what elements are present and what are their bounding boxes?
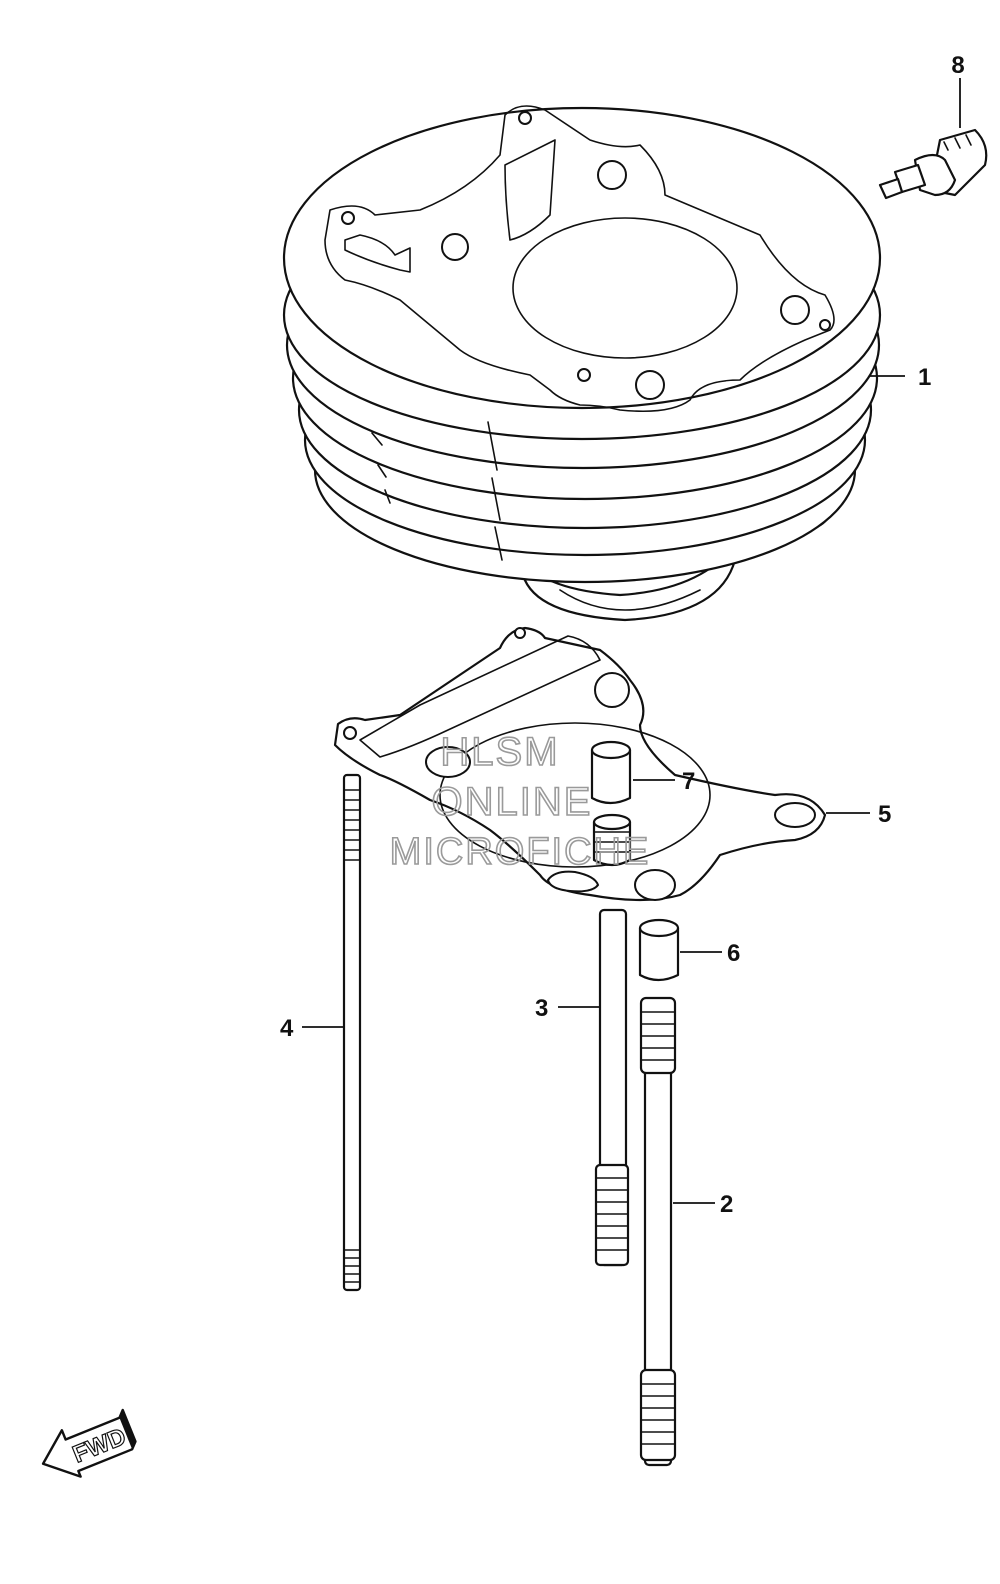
dowel-pin-7-part[interactable]: [590, 740, 632, 867]
dowel-pin-6-part[interactable]: [638, 918, 680, 982]
fwd-arrow-icon: FWD: [41, 1408, 137, 1478]
callout-6: 6: [727, 940, 740, 967]
stud-bolt-2-part[interactable]: [639, 996, 677, 1467]
callout-7: 7: [682, 768, 695, 795]
callout-2: 2: [720, 1191, 733, 1218]
leader-lines: [302, 78, 961, 1204]
callout-5: 5: [878, 801, 891, 828]
stud-bolt-4-part[interactable]: [342, 773, 362, 1292]
callout-8: 8: [951, 52, 964, 79]
callout-3: 3: [535, 995, 548, 1022]
watermark-line-2: ONLINE: [432, 780, 593, 824]
watermark-line-3: MICROFICHE: [390, 831, 651, 873]
cylinder-gasket-part[interactable]: [333, 626, 827, 902]
temperature-sensor-part[interactable]: [878, 128, 988, 200]
callout-1: 1: [918, 364, 931, 391]
watermark-line-1: HLSM: [440, 730, 559, 774]
stud-bolt-3-part[interactable]: [594, 908, 630, 1267]
callout-4: 4: [280, 1015, 294, 1042]
watermark: HLSM ONLINE MICROFICHE: [389, 729, 651, 874]
cylinder-part[interactable]: [282, 105, 882, 622]
